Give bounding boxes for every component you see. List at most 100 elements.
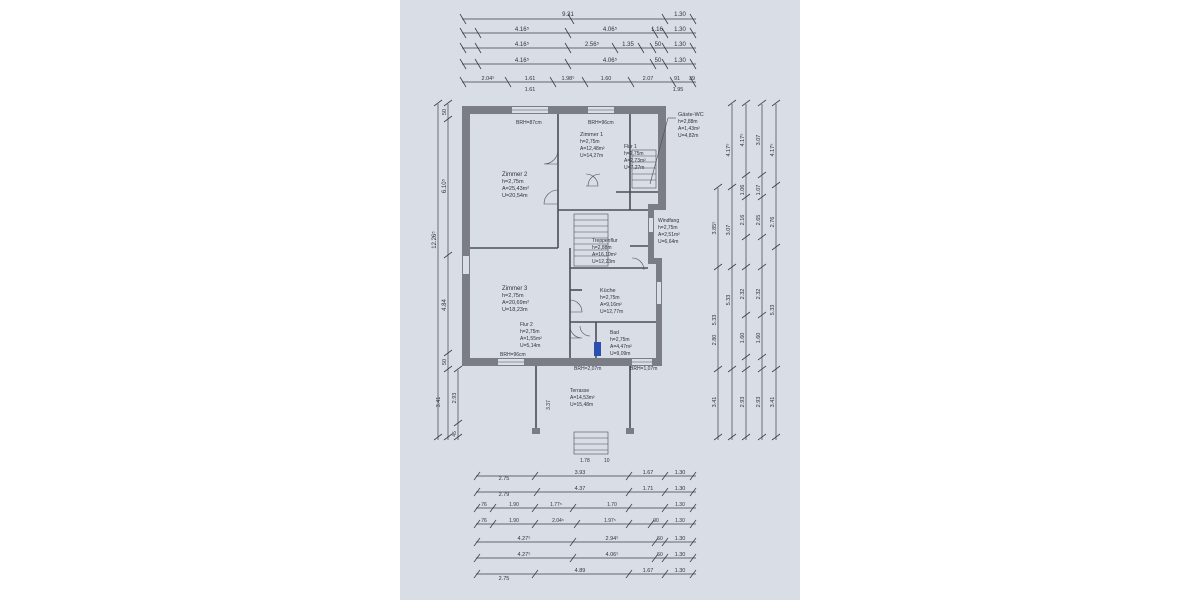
dim-top-r4-g: 39 [689, 76, 695, 82]
dim-right-c4-b: 1.07 [756, 185, 762, 196]
room-height: h=2,88m [678, 119, 698, 125]
top-dimension-chains: 9.31 1.30 4.16⁵ 4.06⁵ 1.16 1.30 4.16⁵ 2.… [459, 12, 697, 93]
room-perimeter: U=12,77m [600, 309, 623, 315]
dim-top-r4-b: 1.61 [525, 76, 536, 82]
dim-left-b: 6.10⁵ [441, 178, 448, 193]
room-perimeter: U=6,64m [658, 239, 678, 245]
dim-left-d: 50 [442, 359, 448, 365]
room-perimeter: U=7,27m [624, 165, 644, 171]
dim-top-r4-f: 91 [674, 76, 680, 82]
room-area: A=1,55m² [520, 336, 542, 342]
room-perimeter: U=12,23m [592, 259, 615, 265]
dim-right-c2-c: 5.33 [726, 295, 732, 306]
window-label-flur2: BRH=2,07m [574, 366, 601, 372]
room-name: Zimmer 3 [502, 286, 528, 292]
room-area: A=14,53m² [570, 395, 595, 401]
room-height: h=2,88m [592, 245, 612, 251]
dim-bot-r3-e: 1.30 [675, 502, 685, 508]
bottom-dimension-chains: 2.75 3.93 1.67 1.30 2.79 4.37 1.71 1.30 … [473, 470, 697, 582]
room-height: h=2,75m [520, 329, 540, 335]
dim-left-a: 50 [442, 109, 448, 115]
dim-left-c: 4.84 [442, 299, 448, 311]
room-area: A=9,16m² [600, 302, 622, 308]
dim-bot-r4-a: 76 [481, 518, 487, 524]
room-flur-1: Flur 1 h=2,75m A=2,73m² U=7,27m [624, 144, 646, 171]
dim-top-r4-h: 1.61 [525, 87, 536, 93]
room-perimeter: U=14,27m [580, 153, 603, 159]
room-perimeter: U=18,23m [502, 307, 528, 313]
dim-right-c3-d: 2.32 [740, 289, 746, 300]
room-name: Zimmer 1 [580, 132, 603, 138]
room-area: A=16,10m² [592, 252, 617, 258]
dim-right-c5-a: 4.17⁵ [769, 144, 776, 157]
dim-right-c4-e: 1.60 [756, 333, 762, 344]
interior-walls [470, 114, 658, 358]
room-area: A=2,73m² [624, 158, 646, 164]
room-treppenflur: Treppenflur h=2,88m A=16,10m² U=12,23m [592, 238, 618, 265]
dim-bot-r3-b: 1.90 [509, 502, 519, 508]
room-name: Zimmer 2 [502, 172, 528, 178]
dim-top-r4-a: 2.04⁵ [482, 75, 495, 82]
room-terrasse: Terrasse A=14,53m² U=15,48m [570, 388, 595, 408]
room-name: Küche [600, 288, 616, 294]
dim-right-c1-b: 5.33 [712, 315, 718, 326]
dim-bot-r1-d: 1.30 [675, 470, 686, 476]
dim-bot-r2-d: 1.30 [675, 486, 686, 492]
dim-right-c5-d: 3.41 [770, 397, 776, 408]
dim-top-r3-c: 50 [655, 58, 662, 64]
dim-bot-r4-c: 2.04⁵ [552, 518, 564, 524]
dim-top-r3-a: 4.16⁵ [515, 57, 530, 64]
room-area: A=12,48m² [580, 146, 605, 152]
dim-right-c5-c: 5.33 [770, 305, 776, 316]
room-perimeter: U=20,54m [502, 193, 528, 199]
dim-bot-r6-a: 4.27⁵ [518, 551, 531, 558]
dim-right-c4-f: 2.93 [756, 397, 762, 408]
room-height: h=2,75m [658, 225, 678, 231]
dim-bot-r6-b: 4.06⁵ [606, 551, 619, 558]
dim-top-r2-d: 50 [655, 42, 662, 48]
dim-right-c1-d: 3.41 [712, 397, 718, 408]
dim-top-r2-c: 1.35 [622, 42, 634, 48]
stair-dim-b: 10 [604, 458, 610, 464]
room-gaeste-wc: Gäste-WC h=2,88m A=1,43m² U=4,82m [649, 112, 704, 185]
dim-bot-r2-b: 4.37 [575, 486, 586, 492]
dim-terrace-depth: 3.37 [546, 400, 552, 410]
dim-left-total: 12.26⁵ [431, 231, 438, 249]
dim-top-r2-a: 4.16⁵ [515, 41, 530, 48]
dim-right-c4-c: 2.65 [756, 215, 762, 226]
room-flur-2: Flur 2 h=2,75m A=1,55m² U=5,14m [520, 322, 542, 349]
room-windfang: Windfang h=2,75m A=2,51m² U=6,64m [658, 218, 680, 245]
dim-right-c1-c: 2.80 [712, 335, 718, 346]
dim-bot-r3-c: 1.77⁵ [550, 502, 562, 508]
staircase [573, 149, 657, 267]
dim-top-r1-d: 1.30 [674, 27, 686, 33]
room-name: Bad [610, 330, 619, 336]
dim-right-c2-a: 4.17⁵ [725, 144, 732, 157]
floor-plan-drawing: 9.31 1.30 4.16⁵ 4.06⁵ 1.16 1.30 4.16⁵ 2.… [431, 12, 781, 582]
dim-bot-r1-c: 1.67 [643, 470, 654, 476]
window-label-zimmer1: BRH=96cm [588, 120, 614, 126]
window-label-zimmer3: BRH=96cm [500, 352, 526, 358]
room-zimmer-1: Zimmer 1 h=2,75m A=12,48m² U=14,27m [580, 132, 605, 159]
dim-top-r4-d: 1.60 [601, 76, 612, 82]
room-zimmer-3: Zimmer 3 h=2,75m A=20,69m² U=18,23m [502, 286, 529, 313]
terrace: 1.78 10 [532, 366, 634, 464]
dim-bot-r4-f: 1.30 [675, 518, 685, 524]
dim-bot-r4-e: 90 [653, 518, 659, 524]
dim-right-c3-b: 1.06 [740, 185, 746, 196]
room-height: h=2,75m [580, 139, 600, 145]
dim-top-r1-a: 4.16⁵ [515, 26, 530, 33]
dim-top-r2-e: 1.30 [674, 42, 686, 48]
dim-top-r4-c: 1.98⁵ [562, 75, 575, 82]
room-height: h=2,75m [624, 151, 644, 157]
dim-bot-r7-a: 2.75 [499, 576, 510, 582]
room-perimeter: U=15,48m [570, 402, 593, 408]
dim-top-r3-b: 4.06⁵ [603, 57, 618, 64]
dim-bot-r1-b: 3.93 [575, 470, 586, 476]
dim-right-c5-b: 2.76 [770, 217, 776, 228]
dim-bot-r6-c: 50 [657, 552, 663, 558]
dim-right-c1-a: 3.85⁵ [711, 222, 718, 235]
window-labels: BRH=87cm BRH=96cm BRH=96cm BRH=1,07m BRH… [500, 120, 657, 372]
dim-bot-r5-d: 1.30 [675, 536, 686, 542]
room-name: Windfang [658, 218, 679, 224]
